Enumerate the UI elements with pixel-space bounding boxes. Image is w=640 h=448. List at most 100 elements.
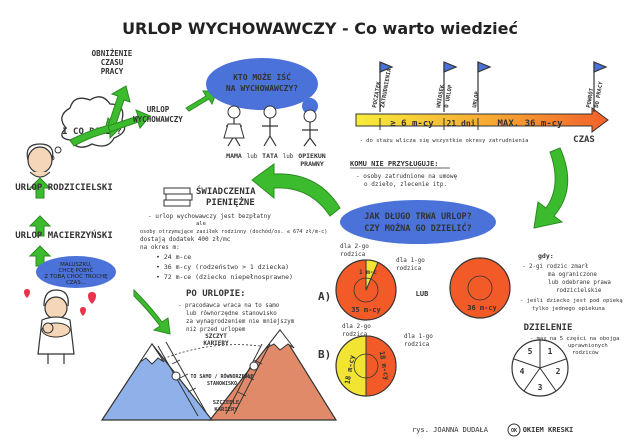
branch-arrow-icon (69, 85, 151, 147)
tata-label: TATA (262, 152, 278, 160)
opiekun-line-1: OPIEKUN (298, 152, 325, 160)
pie-a (335, 259, 397, 321)
lub-label-3: LUB (416, 290, 429, 298)
flag3-line-1: URLOP (472, 90, 481, 108)
pie-a-small-label: 1 m-c (359, 269, 377, 276)
baby-bubble-line-2: CHCĘ POBYĆ (58, 267, 93, 274)
swiadczenia-heading-2: PIENIĘŻNE (206, 197, 255, 208)
flag2-line-1: WNIOSEK (436, 84, 446, 109)
dzielenie-line-1: - max na 5 części na obojga (530, 335, 619, 342)
gdy-line-2: ma ograniczone (548, 272, 597, 278)
swiadczenia-line-5: na okres m: (140, 244, 180, 251)
pie-b-note-l-1: dla 2-go (342, 323, 371, 330)
swiadczenia-line-3: osoby otrzymujące zasiłek rodzinny (doch… (140, 228, 327, 235)
po-urlopie-line-4: niż przed urlopem (186, 327, 246, 333)
swiadczenia-line-8: • 72 m-ce (dziecko niepełnosprawne) (156, 273, 293, 281)
baby-speech-bubble: MALUSZKU, CHCĘ POBYĆ Z TOBĄ CHOĆ TROCHĘ … (36, 256, 116, 288)
brand-logo-mark: OK (511, 428, 517, 434)
page-title: URLOP WYCHOWAWCZY - Co warto wiedzieć (122, 19, 518, 38)
obnizenie-line-2: CZASU (101, 58, 124, 67)
po-urlopie-heading: PO URLOPIE: (186, 289, 246, 299)
urlop-wych-line-1: URLOP (147, 105, 170, 114)
baby-bubble-line-3: Z TOBĄ CHOĆ TROCHĘ (44, 273, 108, 280)
flag2-line-2: O URLOP (444, 84, 454, 109)
gdy-label: gdy: (538, 252, 554, 260)
flag1-line-2: ZATRUDNIENIA (380, 67, 393, 108)
kto-moze-line-1: KTO MOŻE IŚĆ (233, 71, 291, 82)
dzielenie-line-3: rodziców (572, 349, 599, 356)
pie-a-big-label: 35 m-cy (351, 306, 381, 314)
szczyt-line-1: SZCZYT (205, 333, 227, 340)
timeline-note: - do stażu wlicza się wszystkie okresy z… (360, 138, 529, 144)
jak-dlugo-line-2: CZY MOŻNA GO DZIELIĆ? (364, 222, 471, 234)
to-mountain-arrow-icon (133, 288, 171, 335)
mother-with-baby-icon (37, 289, 75, 364)
split-part-2: 2 (556, 367, 561, 376)
seg2-label: 21 dni (447, 118, 476, 128)
gdy-line-4: rodzicielskie (556, 288, 602, 294)
szczeble-line-1: SZCZEBLE (213, 400, 240, 406)
brand-logo-icon: OK (507, 423, 521, 437)
tata-figure-icon (262, 105, 278, 147)
pie-a-note-1: dla 1-go (396, 257, 425, 264)
flag4-line-2: DO PRACY (594, 81, 605, 109)
pie-b-note-r-2: rodzica (404, 341, 430, 348)
kto-moze-line-2: NA WYCHOWAWCZY? (226, 84, 298, 93)
swiadczenia-line-6: • 24 m-ce (156, 253, 191, 261)
po-urlopie-line-1: - pracodawca wraca na to samo (178, 303, 280, 309)
split-part-3: 3 (538, 383, 543, 392)
opiekun-line-2: PRAWNY (300, 160, 324, 168)
left-green-arrows-icon (28, 177, 52, 267)
komu-nie-heading: KOMU NIE PRZYSŁUGUJE: (350, 160, 439, 168)
jak-dlugo-line-1: JAK DŁUGO TRWA URLOP? (364, 212, 471, 222)
timeline: POCZĄTEK ZATRUDNIENIA WNIOSEK O URLOP UR… (355, 61, 609, 145)
lub-label-1: lub (247, 153, 258, 160)
szczeble-line-2: KARIERY (214, 407, 238, 413)
baby-bubble-line-1: MALUSZKU, (60, 262, 92, 268)
option-b-label: B) (318, 348, 331, 361)
komu-nie-line-2: o dzieło, zlecenie itp. (364, 181, 447, 188)
pie-b-note-l-2: rodzica (342, 331, 368, 338)
pie-a-top-note-2: rodzica (340, 251, 366, 258)
lub-label-2: lub (283, 153, 294, 160)
split-part-4: 4 (520, 367, 525, 376)
pie-full-label: 36 m-cy (467, 304, 497, 312)
kto-moze-bubble (206, 58, 318, 110)
pie-b-note-r-1: dla 1-go (404, 333, 433, 340)
urlop-rodzicielski-label: URLOP RODZICIELSKI (15, 183, 113, 193)
mama-figure-icon (223, 105, 245, 147)
parent-figure-icon (26, 143, 54, 178)
swiadczenia-line-2: ale (196, 221, 206, 227)
gdy-line-3: lub odebrane prawa (548, 280, 611, 286)
flag4-line-1: POWRÓT (585, 87, 595, 108)
option-a-label: A) (318, 290, 331, 303)
urlop-macierzynski-label: URLOP MACIERZYŃSKI (15, 229, 113, 241)
heart-icons (24, 289, 96, 316)
split-part-5: 5 (528, 347, 533, 356)
obnizenie-line-1: OBNIŻENIE (92, 49, 133, 58)
swiadczenia-line-4: dostają dodatek 400 zł/mc (140, 236, 231, 243)
swiadczenia-line-7: • 36 m-cy (rodzeństwo > 1 dziecka) (156, 263, 289, 271)
urlop-wych-line-2: WYCHOWAWCZY (133, 115, 183, 124)
opiekun-figure-icon (302, 98, 318, 147)
pie-a-top-note-1: dla 2-go (340, 243, 369, 250)
swiadczenia-heading-1: ŚWIADCZENIA (196, 185, 256, 197)
obnizenie-line-3: PRACY (101, 67, 124, 76)
to-samo-line-1: TO SAMO / RÓWNORZĘDNE (190, 373, 253, 380)
swiadczenia-line-1: - urlop wychowawczy jest bezpłatny (148, 213, 271, 220)
czas-label: CZAS (573, 135, 595, 145)
baby-bubble-line-4: CZAS... (66, 280, 86, 286)
mountains-icon (100, 328, 338, 421)
to-samo-line-2: STANOWISKO (207, 381, 237, 387)
gdy-line-1: - 2-gi rodzic zmarł (522, 264, 588, 270)
po-urlopie-line-2: lub równorzędne stanowisko (186, 310, 277, 317)
money-stack-icon (163, 187, 193, 207)
author-credit: rys. JOANNA DUDAŁA (412, 426, 489, 434)
gdy-line-5: - jeśli dziecko jest pod opieką (520, 297, 623, 304)
dzielenie-heading: DZIELENIE (524, 323, 573, 333)
flag1-line-1: POCZĄTEK (372, 81, 383, 109)
down-green-arrow-icon (533, 147, 569, 229)
pie-full (449, 257, 511, 319)
